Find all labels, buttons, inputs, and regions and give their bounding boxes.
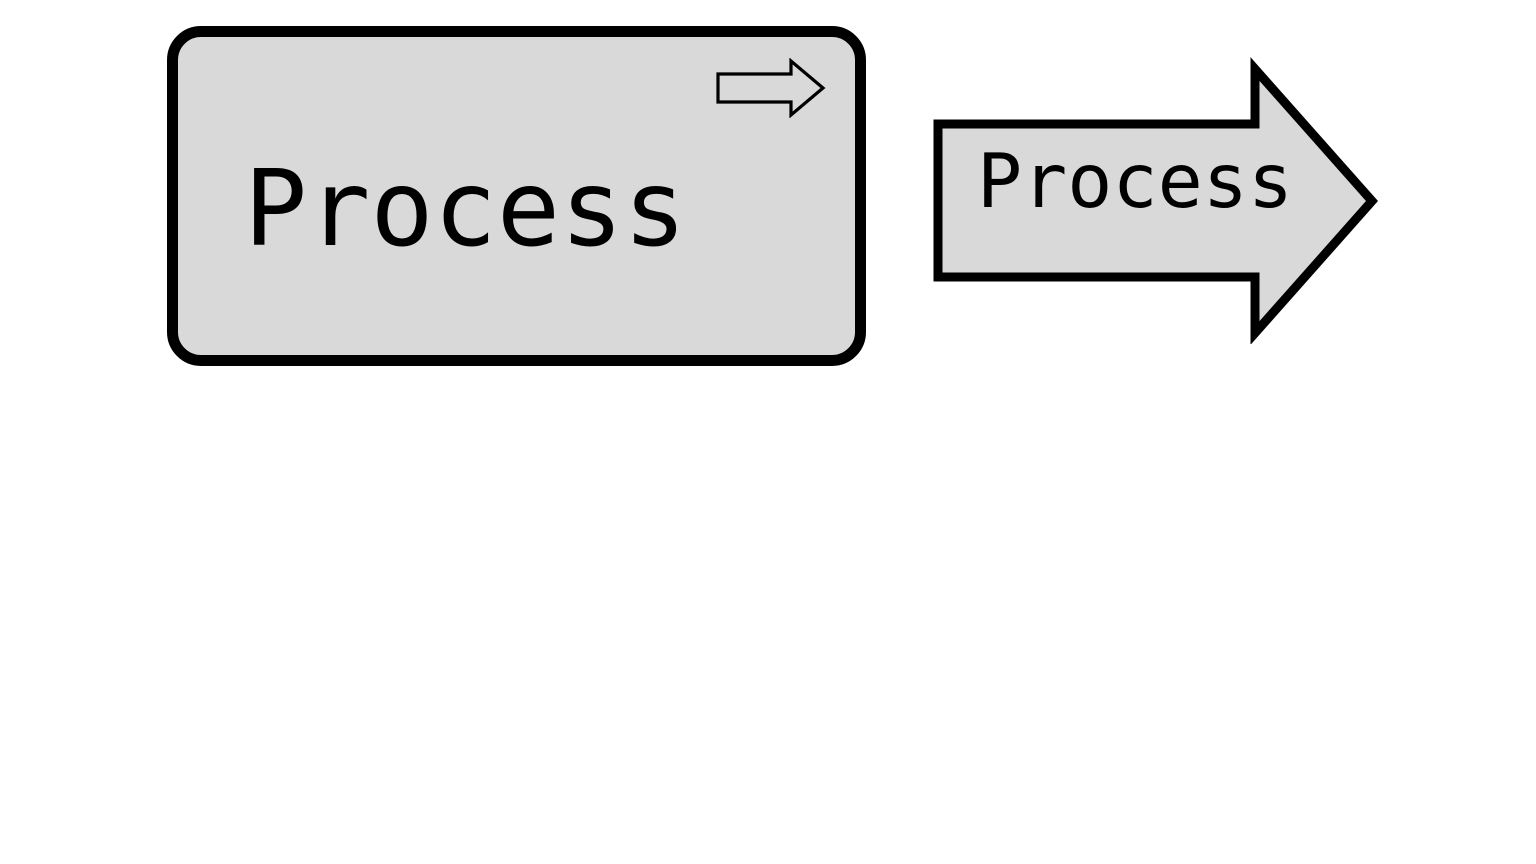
process-block-arrow-label: Process: [977, 137, 1294, 225]
process-rounded-rect-node[interactable]: Process: [167, 26, 866, 366]
block-arrow-shape: [933, 57, 1379, 344]
process-block-arrow-node[interactable]: Process: [926, 56, 1382, 344]
process-rounded-rect-label: Process: [244, 148, 687, 270]
arrow-right-outline-icon: [716, 58, 826, 118]
